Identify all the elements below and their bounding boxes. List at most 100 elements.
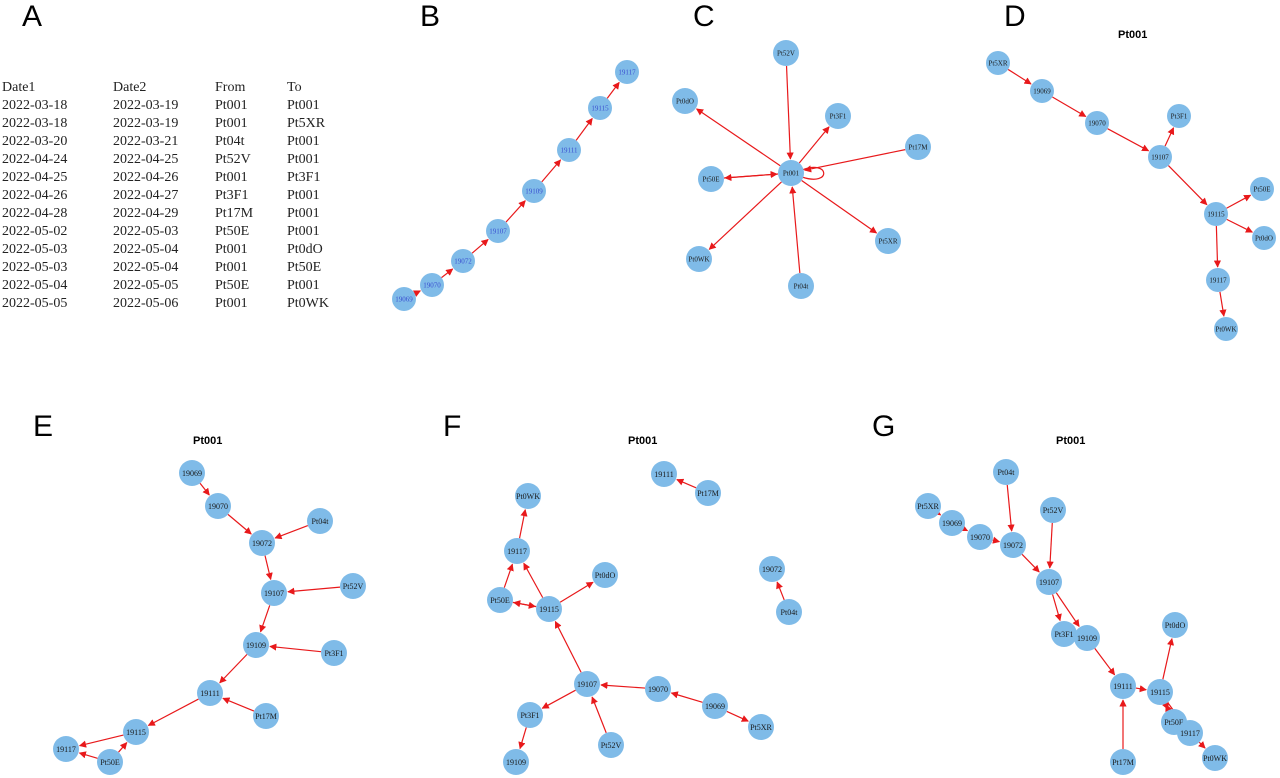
table-cell: Pt001 xyxy=(287,98,320,113)
table-cell: Pt3F1 xyxy=(287,170,321,185)
panel-letter-e: E xyxy=(33,410,54,443)
node-label: 19117 xyxy=(1209,276,1227,284)
edge-pt50e-to-19115 xyxy=(1165,704,1172,713)
node-label: 19070 xyxy=(423,281,441,289)
table-header-from: From xyxy=(215,80,246,95)
node-label: Pt50E xyxy=(490,596,510,605)
node-label: Pt52V xyxy=(601,741,622,750)
table-cell: 2022-03-18 xyxy=(2,98,68,113)
table-cell: 2022-03-19 xyxy=(113,98,179,113)
node-label: 19069 xyxy=(395,295,413,303)
node-pt5xr xyxy=(986,51,1010,75)
node-label: 19117 xyxy=(618,68,636,76)
table-header-to: To xyxy=(287,80,302,95)
edge-19070-to-19107 xyxy=(1107,128,1150,152)
node-label: Pt3F1 xyxy=(830,112,847,120)
table-cell: 2022-05-03 xyxy=(113,224,179,239)
node-label: 19117 xyxy=(56,745,76,754)
node-label: 19070 xyxy=(970,533,990,542)
table-cell: 2022-04-24 xyxy=(2,152,68,167)
node-pt001 xyxy=(778,160,804,186)
edge-pt50e-to-19117 xyxy=(78,751,98,759)
node-label: 19107 xyxy=(489,227,507,235)
node-label: Pt17M xyxy=(255,712,277,721)
panel-e-title: Pt001 xyxy=(193,435,223,447)
edge-pt50e-to-19117 xyxy=(503,563,514,588)
node-pt52v xyxy=(773,40,799,66)
node-19109 xyxy=(522,179,546,203)
node-19107 xyxy=(261,580,287,606)
node-pt0do xyxy=(1162,612,1188,638)
node-19069 xyxy=(702,693,728,719)
table-cell: 2022-04-26 xyxy=(113,170,179,185)
table-cell: 2022-04-29 xyxy=(113,206,179,221)
node-19111 xyxy=(197,680,223,706)
table-cell: 2022-05-04 xyxy=(113,260,179,275)
table-cell: 2022-04-26 xyxy=(2,188,68,203)
table-cell: Pt001 xyxy=(287,152,320,167)
edge-pt52v-to-19107 xyxy=(591,696,607,734)
edge-19115-to-19117 xyxy=(78,734,124,748)
edge-19107-to-19109 xyxy=(505,200,526,223)
table-cell: Pt50E xyxy=(215,278,250,293)
edge-pt17m-to-19111 xyxy=(222,697,255,712)
edge-19111-to-19115 xyxy=(1135,685,1147,693)
edge-pt17m-to-pt001 xyxy=(804,149,906,173)
node-19072 xyxy=(1000,532,1026,558)
node-label: 19072 xyxy=(252,539,272,548)
node-label: 19115 xyxy=(1207,210,1225,218)
edge-19107-to-pt3f1 xyxy=(1052,594,1062,622)
node-19111 xyxy=(651,461,677,487)
table-cell: 2022-05-03 xyxy=(2,242,68,257)
node-19069 xyxy=(1030,79,1054,103)
node-label: 19115 xyxy=(126,728,146,737)
edge-pt001-to-pt0wk xyxy=(708,181,782,250)
panel-d-title: Pt001 xyxy=(1118,29,1148,41)
node-label: 19111 xyxy=(1113,682,1132,691)
table-cell: 2022-05-06 xyxy=(113,296,179,311)
node-label: 19070 xyxy=(648,685,668,694)
node-19111 xyxy=(557,138,581,162)
node-pt04t xyxy=(307,508,333,534)
edge-pt52v-to-19107 xyxy=(287,586,341,595)
node-label: Pt04t xyxy=(794,282,809,290)
edge-pt001-self-loop xyxy=(801,166,825,180)
edge-19115-to-pt50e xyxy=(1226,194,1252,209)
node-19117 xyxy=(504,538,530,564)
table-cell: 2022-04-27 xyxy=(113,188,179,203)
node-label: 19069 xyxy=(705,702,725,711)
node-label: 19072 xyxy=(454,257,472,265)
node-19107 xyxy=(1036,569,1062,595)
node-label: Pt04t xyxy=(312,517,330,526)
node-19117 xyxy=(53,736,79,762)
table-cell: Pt001 xyxy=(215,170,248,185)
node-pt04t xyxy=(993,459,1019,485)
node-label: Pt52V xyxy=(1043,506,1064,515)
edge-pt001-to-pt0do xyxy=(695,108,781,167)
edge-pt50e-to-19115 xyxy=(118,742,128,753)
node-label: Pt3F1 xyxy=(1054,630,1073,639)
node-pt0do xyxy=(592,562,618,588)
edge-19070-to-19107 xyxy=(600,681,646,690)
edge-19109-to-19111 xyxy=(219,653,248,684)
edge-pt001-to-pt5xr xyxy=(801,179,878,234)
table-cell: Pt52V xyxy=(215,152,251,167)
edge-19107-to-pt3f1 xyxy=(541,689,576,709)
edge-19115-to-pt0do xyxy=(1226,218,1254,233)
node-19072 xyxy=(759,556,785,582)
node-19115 xyxy=(536,596,562,622)
node-label: 19070 xyxy=(1088,119,1106,127)
edge-pt04t-to-19072 xyxy=(776,581,785,601)
node-label: Pt3F1 xyxy=(520,711,539,720)
edge-pt5xr-to-19069 xyxy=(933,508,942,516)
node-pt0do xyxy=(1252,226,1276,250)
node-label: Pt17M xyxy=(1112,758,1134,767)
edge-19070-to-19072 xyxy=(227,513,252,535)
table-cell: Pt001 xyxy=(215,260,248,275)
